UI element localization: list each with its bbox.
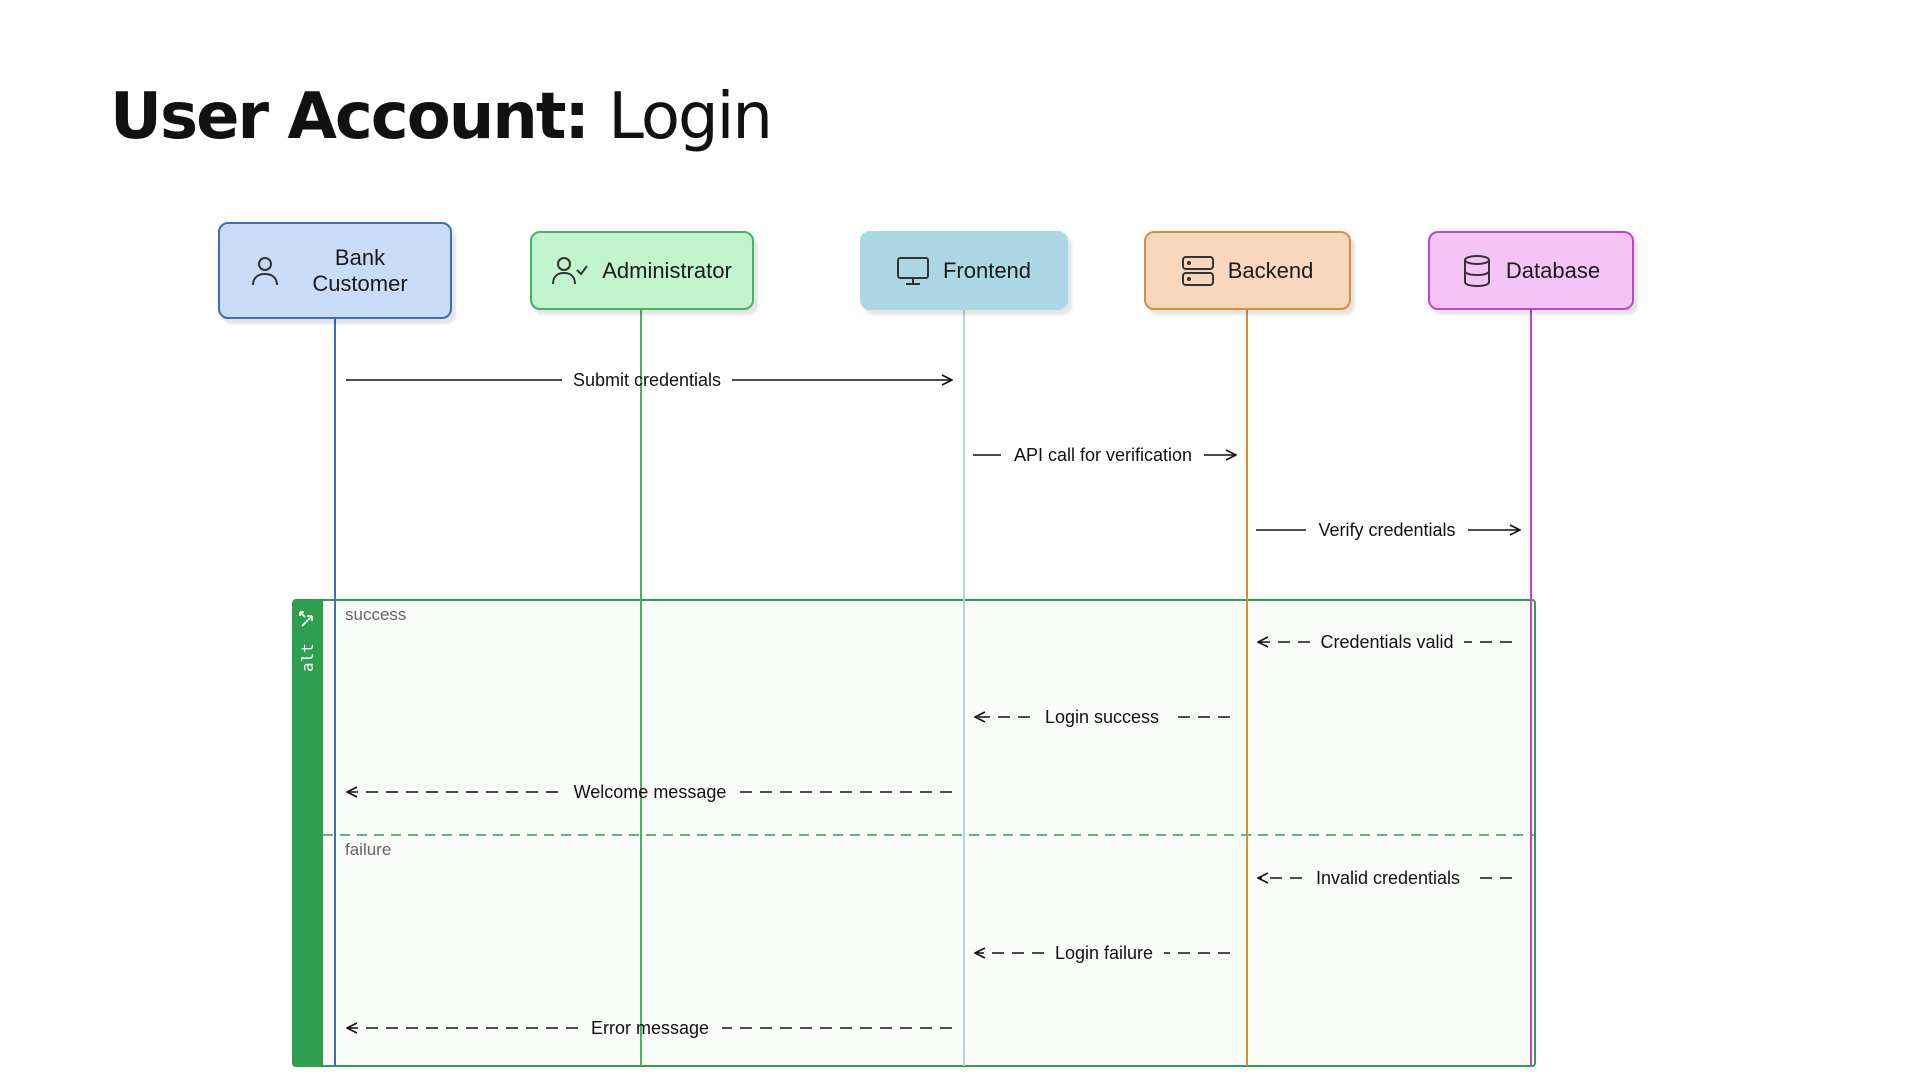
page-title: User Account: Login [110,80,773,154]
title-bold: User Account: [110,80,590,154]
svg-text:Welcome message: Welcome message [574,782,727,802]
actor-database: Database [1428,231,1634,310]
actor-bank-customer: Bank Customer [218,222,452,319]
condition-failure: failure [345,840,391,859]
message-welcome: Welcome message [347,782,952,802]
svg-text:Credentials valid: Credentials valid [1320,632,1453,652]
alt-fragment [292,599,1536,1067]
svg-text:alt: alt [298,643,317,672]
message-error: Error message [347,1018,952,1038]
svg-text:Submit credentials: Submit credentials [573,370,721,390]
message-api-call: API call for verification [973,445,1236,465]
actor-label-backend: Backend [1227,257,1314,283]
svg-text:Invalid credentials: Invalid credentials [1316,868,1460,888]
server-icon [1181,255,1214,287]
svg-text:Error message: Error message [591,1018,709,1038]
condition-success: success [345,605,406,624]
actor-label-database: Database [1505,257,1601,283]
database-icon [1462,254,1492,288]
user-check-icon [552,256,589,286]
alt-fragment-label: alt [298,643,317,672]
actor-label-admin: Administrator [602,257,732,283]
title-light: Login [608,80,773,154]
user-icon [250,255,280,287]
svg-text:API call for verification: API call for verification [1014,445,1192,465]
message-invalid-credentials: Invalid credentials [1258,868,1512,888]
message-submit-credentials: Submit credentials [346,370,952,390]
svg-text:Login success: Login success [1045,707,1159,727]
message-credentials-valid: Credentials valid [1258,632,1512,652]
actor-backend: Backend [1144,231,1351,310]
message-login-failure: Login failure [975,943,1230,963]
actor-frontend: Frontend [860,231,1068,310]
actor-administrator: Administrator [530,231,754,310]
message-verify-credentials: Verify credentials [1256,520,1520,540]
svg-text:Login failure: Login failure [1055,943,1153,963]
actor-label-customer: Bank Customer [312,245,408,296]
actor-label-frontend: Frontend [942,257,1032,283]
message-login-success: Login success [975,707,1230,727]
svg-text:Verify credentials: Verify credentials [1318,520,1455,540]
alt-fragment-tab [293,600,323,1066]
monitor-icon [896,256,929,286]
split-icon [299,611,313,627]
